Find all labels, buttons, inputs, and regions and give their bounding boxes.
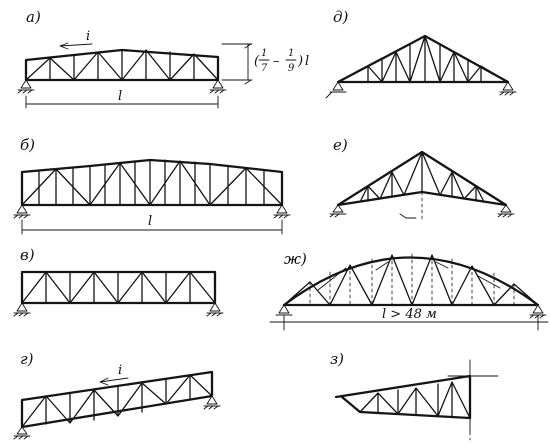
svg-text:(: ( (254, 54, 260, 69)
panel-label-g: г) (20, 350, 34, 368)
span-label-b: l (148, 214, 152, 229)
svg-text:): ) (297, 54, 303, 69)
slope-label-g: i (118, 363, 122, 378)
truss-zh: ж) l > 48 м (269, 250, 549, 331)
svg-text:1: 1 (261, 48, 267, 59)
span-label-zh: l > 48 м (382, 307, 437, 322)
panel-label-v: в) (20, 246, 35, 264)
truss-b: б) l (13, 136, 291, 235)
height-label-a: l (305, 54, 309, 69)
svg-text:–: – (273, 54, 280, 69)
panel-label-z: з) (330, 350, 344, 368)
truss-g: г) i (13, 350, 221, 440)
truss-e: е) (329, 136, 515, 223)
truss-v: в) (13, 246, 224, 317)
svg-text:7: 7 (261, 63, 268, 74)
panel-label-zh: ж) (284, 250, 307, 268)
truss-d: д) (325, 8, 517, 99)
panel-label-a: а) (26, 8, 41, 26)
span-label-a: l (118, 89, 122, 104)
panel-label-b: б) (20, 136, 35, 154)
truss-z: з) (330, 350, 499, 441)
slope-label-a: i (86, 29, 90, 44)
svg-text:9: 9 (288, 63, 295, 74)
truss-a: а) l i ( 1 7 – 1 9 ) l (17, 8, 309, 109)
panel-label-e: е) (333, 136, 348, 154)
panel-label-d: д) (333, 8, 349, 26)
svg-text:1: 1 (288, 48, 294, 59)
